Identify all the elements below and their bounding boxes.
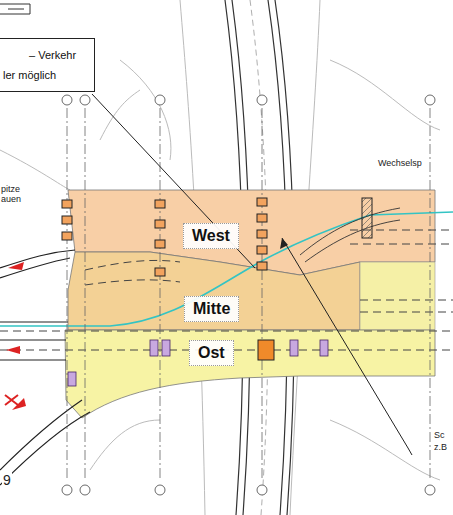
- plan-note: auen: [0, 194, 22, 204]
- plan-note: Sc: [433, 430, 446, 440]
- zone-label: Mitte: [184, 296, 239, 322]
- zone-label: Ost: [189, 340, 234, 366]
- zone-label: West: [183, 223, 239, 249]
- zone-name: West: [192, 227, 230, 245]
- middle-extension: [360, 262, 435, 330]
- plan-note: z.B: [433, 442, 448, 452]
- plan-note: 9: [2, 472, 12, 488]
- note-text: – Verkehr ler möglich: [3, 45, 91, 85]
- plan-note: pitze: [0, 184, 21, 194]
- east-region: [65, 330, 435, 418]
- middle-region: [68, 252, 360, 330]
- note-box: – Verkehr ler möglich: [0, 38, 95, 92]
- zone-name: Ost: [198, 344, 225, 362]
- zone-name: Mitte: [193, 300, 230, 318]
- plan-note: Wechselsp: [377, 158, 423, 168]
